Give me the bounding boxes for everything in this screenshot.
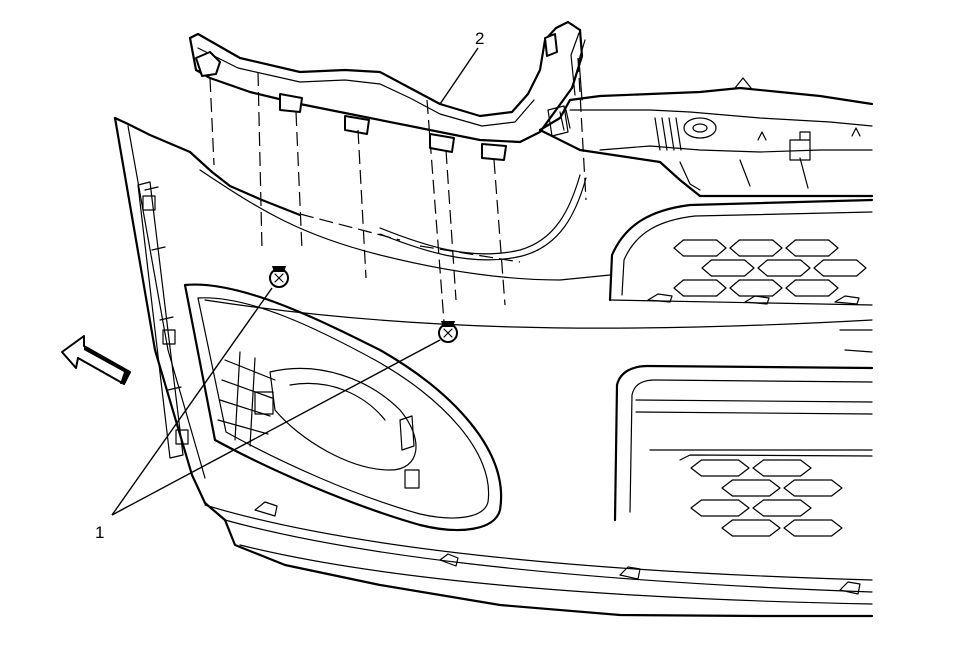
grille-cell bbox=[729, 279, 783, 297]
grille-cell bbox=[785, 279, 839, 297]
grille-mesh bbox=[673, 239, 867, 537]
grille-cell bbox=[783, 519, 843, 537]
leader-line-1b bbox=[111, 339, 441, 516]
grille-cell bbox=[673, 239, 727, 257]
front-bumper-fascia bbox=[113, 116, 874, 618]
grille-cell bbox=[752, 499, 812, 517]
grille-cell bbox=[729, 239, 783, 257]
callout-1: 1 bbox=[95, 523, 104, 542]
grille-cell bbox=[690, 459, 750, 477]
grille-cell bbox=[673, 279, 727, 297]
grille-cell bbox=[721, 519, 781, 537]
installation-lines bbox=[209, 57, 587, 323]
grille-cell bbox=[701, 259, 755, 277]
grille-cell bbox=[785, 239, 839, 257]
grille-cell bbox=[752, 459, 812, 477]
fastener-lower bbox=[438, 321, 458, 343]
upper-bracket bbox=[188, 20, 584, 161]
arrow-icon bbox=[61, 335, 131, 385]
fastener-upper bbox=[269, 266, 289, 288]
grille-cell bbox=[690, 499, 750, 517]
leader-line-2 bbox=[439, 47, 479, 105]
leader-line-1a bbox=[111, 287, 273, 516]
lower-grille bbox=[613, 329, 874, 522]
grille-cell bbox=[813, 259, 867, 277]
radiator-support bbox=[379, 32, 874, 261]
grille-cell bbox=[757, 259, 811, 277]
callout-2: 2 bbox=[475, 29, 484, 48]
upper-grille bbox=[608, 198, 874, 306]
grille-cell bbox=[721, 479, 781, 497]
grille-cell bbox=[783, 479, 843, 497]
